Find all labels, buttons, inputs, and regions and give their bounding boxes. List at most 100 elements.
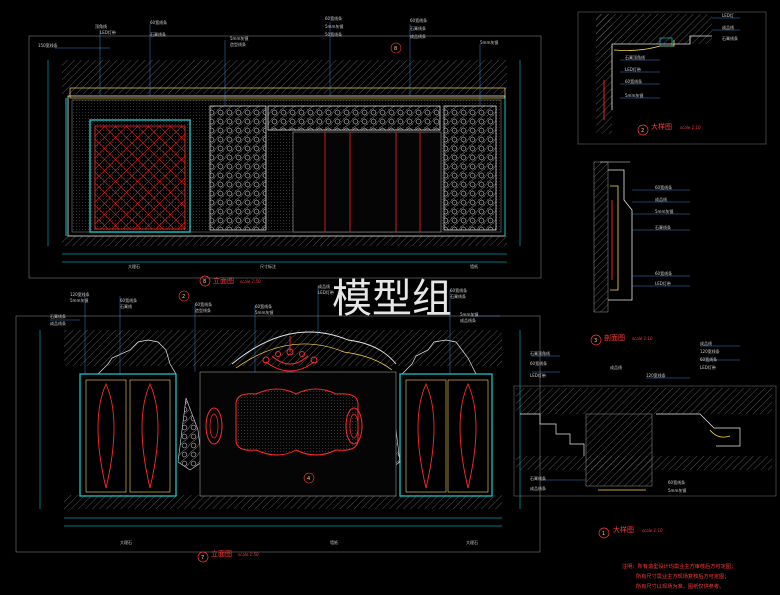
view7-number: 7: [201, 555, 204, 561]
watermark-text: 模型组: [332, 276, 452, 322]
svg-text:60宽线条: 60宽线条: [655, 184, 672, 190]
svg-text:墙纸: 墙纸: [470, 263, 478, 269]
svg-text:成品线: 成品线: [655, 196, 667, 202]
svg-text:60宽线条: 60宽线条: [195, 301, 212, 307]
view7-scale: scale 1:50: [238, 552, 259, 557]
svg-text:成品线条: 成品线条: [460, 317, 476, 323]
svg-text:60宽线条: 60宽线条: [530, 360, 547, 366]
view1-scale: scale 1:10: [642, 528, 663, 533]
left-cabinet: [89, 119, 191, 233]
svg-text:尺寸标注: 尺寸标注: [260, 263, 276, 269]
svg-text:5mm灰镜: 5mm灰镜: [230, 35, 248, 41]
carved-panel-left: [209, 105, 267, 231]
svg-text:5mm灰镜: 5mm灰镜: [625, 92, 643, 98]
note-line-3: 所有尺寸以现场为准，图纸仅供参考。: [636, 582, 724, 590]
view8-title: 立面图: [213, 276, 234, 285]
svg-text:石膏顶角线: 石膏顶角线: [530, 350, 550, 356]
svg-text:5mm灰镜: 5mm灰镜: [668, 487, 686, 493]
svg-text:LED灯带: LED灯带: [318, 289, 334, 295]
svg-text:大理石: 大理石: [466, 539, 478, 545]
svg-text:成品线: 成品线: [318, 283, 330, 289]
svg-text:60宽线条: 60宽线条: [150, 19, 167, 25]
view2-title: 大样图: [651, 122, 672, 131]
svg-text:60宽线条: 60宽线条: [655, 270, 672, 276]
svg-text:5mm灰镜: 5mm灰镜: [70, 297, 88, 303]
svg-text:5mm灰镜: 5mm灰镜: [460, 311, 478, 317]
svg-text:120宽线条: 120宽线条: [700, 348, 720, 354]
view1-title: 大样图: [613, 525, 634, 534]
svg-text:60宽线条: 60宽线条: [450, 287, 467, 293]
svg-text:120宽线条: 120宽线条: [646, 372, 666, 378]
svg-text:60宽线条: 60宽线条: [700, 356, 717, 362]
svg-text:石膏线条: 石膏线条: [150, 31, 166, 37]
view8-number: 8: [203, 279, 206, 285]
floor-hatch: [62, 236, 507, 246]
bottom-left-cabinet: [79, 373, 177, 497]
notes: 注明：所有造型设计均需业主方审核后方可定图； 所有尺寸需业主方现场复核后方可定图…: [622, 562, 736, 590]
svg-text:LED灯带: LED灯带: [655, 280, 671, 286]
view1-number: 1: [602, 531, 605, 537]
svg-text:LED灯带: LED灯带: [530, 372, 546, 378]
svg-text:50宽线条: 50宽线条: [325, 31, 342, 37]
svg-text:石膏线条: 石膏线条: [722, 35, 738, 41]
bottom-right-cabinet: [399, 373, 493, 497]
carved-frieze: [267, 105, 441, 131]
svg-text:5mm灰镜: 5mm灰镜: [655, 208, 673, 214]
svg-text:成品线条: 成品线条: [530, 485, 546, 491]
svg-text:150宽线条: 150宽线条: [38, 42, 58, 48]
top-elevation: 150宽线条 顶角线 LED灯带 60宽线条 石膏线条 5mm灰镜 造型线条 60宽线条…: [28, 15, 542, 287]
chandelier: [262, 336, 318, 372]
center-ornament-frame: [235, 388, 359, 456]
svg-text:60宽线条: 60宽线条: [668, 479, 685, 485]
svg-text:60宽线条: 60宽线条: [255, 303, 272, 309]
svg-text:墙纸: 墙纸: [330, 539, 338, 545]
svg-text:造型线条: 造型线条: [195, 307, 211, 313]
note-line-1: 注明：所有造型设计均需业主方审核后方可定图；: [622, 562, 736, 570]
ceiling-hatch: [62, 60, 507, 94]
svg-text:石膏线条: 石膏线条: [530, 475, 546, 481]
svg-text:造型线条: 造型线条: [230, 41, 246, 47]
svg-text:120宽线条: 120宽线条: [70, 291, 90, 297]
svg-text:石膏线: 石膏线: [120, 303, 132, 309]
elev-top-ref-marker: 8: [394, 46, 397, 52]
svg-text:5mm灰镜: 5mm灰镜: [480, 39, 498, 45]
view7-title: 立面图: [211, 549, 232, 558]
view3-number: 3: [594, 338, 597, 344]
svg-text:60宽线条: 60宽线条: [410, 17, 427, 23]
svg-text:成品线条: 成品线条: [50, 320, 66, 326]
svg-text:LED灯带: LED灯带: [100, 29, 116, 35]
elev-bottom-ref-a: 2: [182, 294, 185, 300]
svg-text:成品线条: 成品线条: [410, 33, 426, 39]
svg-text:LED灯: LED灯: [722, 12, 734, 18]
svg-text:60宽线条: 60宽线条: [325, 15, 342, 21]
svg-text:石膏线条: 石膏线条: [410, 25, 426, 31]
svg-text:5mm灰镜: 5mm灰镜: [325, 23, 343, 29]
svg-text:大理石: 大理石: [120, 539, 132, 545]
svg-text:成品线: 成品线: [610, 364, 622, 370]
view3-title: 剖面图: [604, 333, 625, 342]
svg-text:成品线: 成品线: [700, 340, 712, 346]
svg-text:60宽线条: 60宽线条: [120, 297, 137, 303]
svg-text:石膏线条: 石膏线条: [655, 224, 671, 230]
svg-text:LED灯带: LED灯带: [700, 364, 716, 370]
svg-text:顶角线: 顶角线: [95, 23, 107, 29]
elev-bottom-ref-b: 4: [307, 476, 310, 482]
view3-scale: scale 1:10: [632, 336, 653, 341]
svg-text:石膏顶角线: 石膏顶角线: [625, 54, 645, 60]
carved-panel-right: [443, 105, 497, 231]
svg-text:大理石: 大理石: [128, 263, 140, 269]
svg-text:60宽线条: 60宽线条: [625, 78, 642, 84]
svg-text:成品线: 成品线: [722, 24, 734, 30]
view8-scale: scale 1:50: [240, 279, 261, 284]
view2-number: 2: [641, 128, 644, 134]
svg-text:5mm灰镜: 5mm灰镜: [255, 309, 273, 315]
note-line-2: 所有尺寸需业主方现场复核后方可定图；: [636, 572, 729, 580]
svg-text:石膏线条: 石膏线条: [50, 313, 66, 319]
view2-scale: scale 1:10: [680, 125, 701, 130]
svg-text:石膏线条: 石膏线条: [450, 293, 466, 299]
